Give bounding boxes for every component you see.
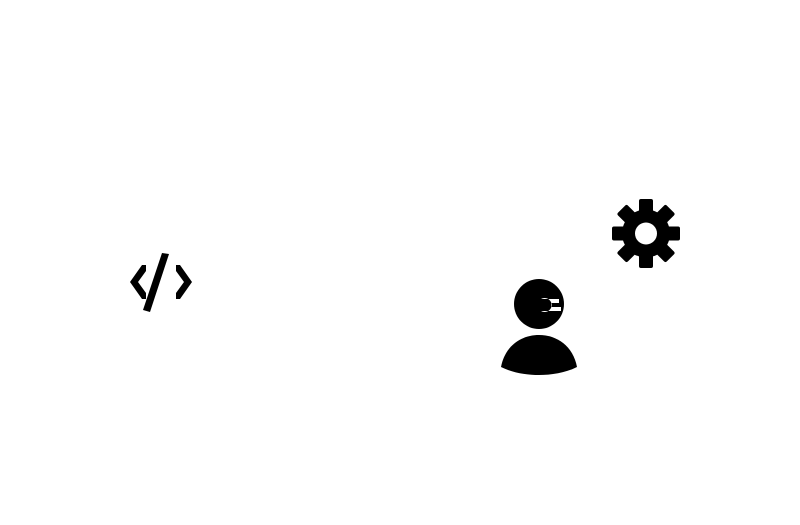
support-agent-icon	[499, 278, 579, 375]
code-icon	[128, 251, 194, 313]
gear-icon	[612, 199, 680, 268]
